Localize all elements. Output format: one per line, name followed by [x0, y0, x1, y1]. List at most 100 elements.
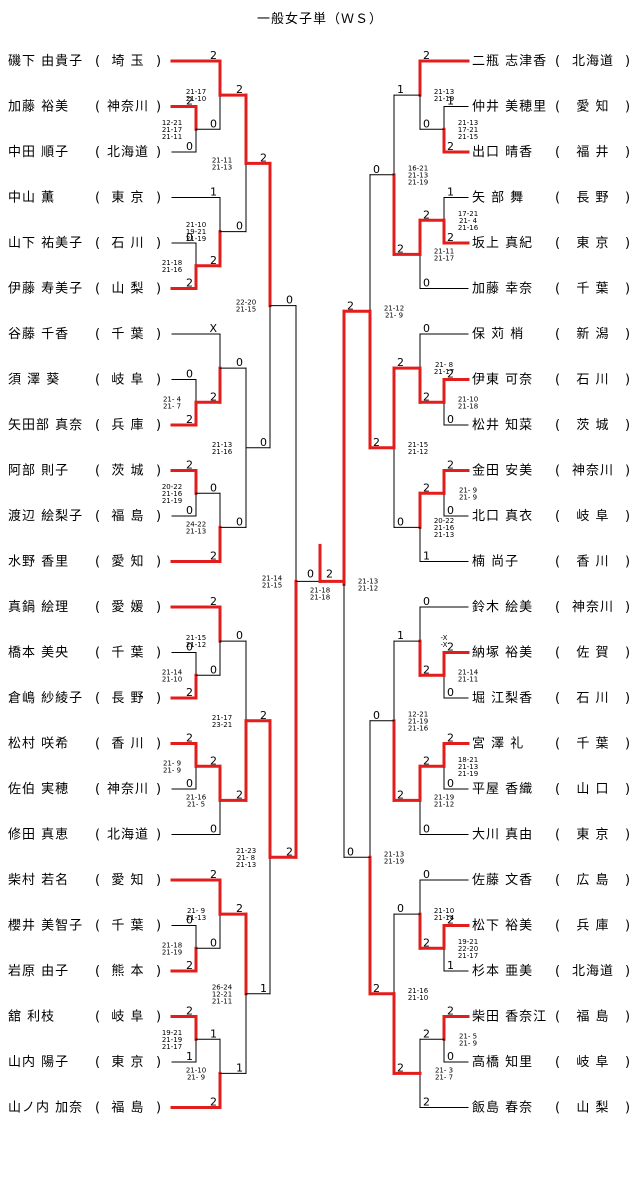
player-prefecture: 福 島 — [576, 1010, 609, 1025]
player-name: 佐伯 実穂 — [8, 781, 69, 797]
paren-close: ) — [625, 1101, 631, 1116]
paren-close: ) — [625, 782, 631, 797]
paren-close: ) — [625, 646, 631, 661]
match-score: 1 — [397, 629, 404, 642]
player-name: 須 澤 葵 — [8, 373, 60, 388]
player-prefecture: 福 島 — [111, 509, 144, 524]
match-score: 1 — [447, 186, 454, 199]
player-name: 納塚 裕美 — [472, 646, 533, 661]
player-prefecture: 山 梨 — [111, 282, 144, 297]
match-score: 1 — [186, 1050, 193, 1063]
match-score: 0 — [236, 515, 243, 528]
player-name: 加藤 幸奈 — [472, 282, 533, 297]
paren-open: ( — [95, 100, 101, 115]
match-score: 0 — [186, 641, 193, 654]
paren-close: ) — [156, 54, 162, 69]
paren-close: ) — [156, 100, 162, 115]
player-name: 出口 晴香 — [472, 145, 533, 160]
match-score: 0 — [447, 686, 454, 699]
player-name: 倉嶋 紗綾子 — [8, 690, 83, 706]
match-score: 1 — [210, 1027, 217, 1040]
player-name: 二瓶 志津香 — [472, 54, 547, 69]
paren-close: ) — [156, 509, 162, 524]
match-score: 2 — [236, 902, 243, 915]
player-prefecture: 東 京 — [111, 1054, 144, 1070]
paren-close: ) — [625, 509, 631, 524]
paren-close: ) — [625, 191, 631, 206]
paren-close: ) — [625, 373, 631, 388]
player-prefecture: 茨 城 — [576, 418, 609, 433]
match-score: 2 — [236, 83, 243, 96]
paren-open: ( — [95, 282, 101, 297]
paren-open: ( — [555, 555, 561, 570]
paren-open: ( — [555, 1010, 561, 1025]
player-prefecture: 神奈川 — [107, 782, 149, 797]
paren-open: ( — [555, 100, 561, 115]
match-score: 1 — [260, 982, 267, 995]
match-score: 2 — [260, 151, 267, 164]
match-score: 0 — [423, 595, 430, 608]
paren-open: ( — [555, 418, 561, 433]
match-score: 2 — [210, 550, 217, 563]
match-score: 2 — [373, 982, 380, 995]
match-score: 2 — [373, 436, 380, 449]
player-name: 伊藤 寿美子 — [8, 282, 83, 297]
match-score: 2 — [423, 663, 430, 676]
match-score: 1 — [397, 83, 404, 96]
match-score: 2 — [186, 686, 193, 699]
paren-close: ) — [625, 100, 631, 115]
match-score: 2 — [210, 595, 217, 608]
player-name: 渡辺 絵梨子 — [8, 508, 83, 524]
page-title: 一般女子単（ＷＳ） — [256, 12, 383, 27]
player-name: 松村 咲希 — [8, 736, 69, 752]
match-score: 2 — [423, 208, 430, 221]
player-prefecture: 石 川 — [111, 236, 144, 251]
player-prefecture: 香 川 — [111, 737, 144, 752]
player-name: 鈴木 絵美 — [472, 600, 533, 615]
paren-open: ( — [555, 873, 561, 888]
paren-close: ) — [156, 145, 162, 160]
player-name: 柴田 香奈江 — [472, 1010, 547, 1025]
paren-close: ) — [625, 327, 631, 342]
match-score: 0 — [210, 117, 217, 130]
paren-open: ( — [95, 691, 101, 706]
player-prefecture: 東 京 — [576, 827, 609, 843]
match-score: 1 — [236, 1061, 243, 1074]
paren-open: ( — [555, 373, 561, 388]
match-score: 2 — [260, 709, 267, 722]
player-name: 阿部 則子 — [8, 464, 69, 479]
player-prefecture: 東 京 — [111, 190, 144, 206]
player-name: 中田 順子 — [8, 145, 69, 160]
match-score: 0 — [210, 823, 217, 836]
paren-open: ( — [555, 191, 561, 206]
paren-open: ( — [555, 600, 561, 615]
match-score: 0 — [186, 504, 193, 517]
player-name: 杉本 亜美 — [472, 964, 533, 979]
player-prefecture: 愛 知 — [576, 99, 609, 115]
match-score: 2 — [186, 95, 193, 108]
paren-close: ) — [625, 236, 631, 251]
paren-close: ) — [625, 919, 631, 934]
paren-open: ( — [555, 828, 561, 843]
paren-open: ( — [555, 964, 561, 979]
match-score: 2 — [210, 754, 217, 767]
match-score: 0 — [423, 117, 430, 130]
match-score: 1 — [210, 186, 217, 199]
player-prefecture: 千 葉 — [111, 919, 144, 934]
